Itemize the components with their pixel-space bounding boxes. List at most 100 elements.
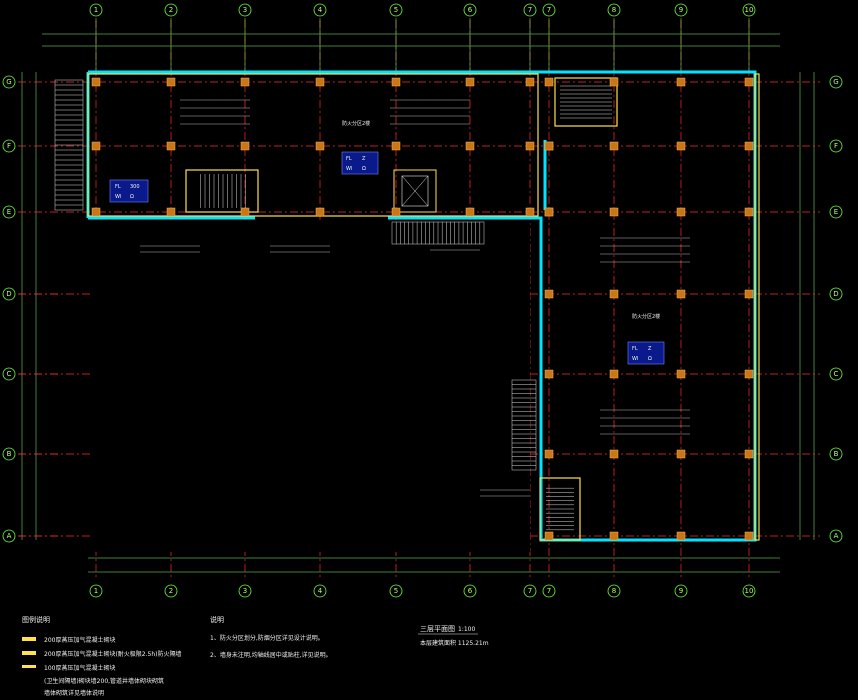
note-item: 2、墙身未注明,均轴线居中或贴柱,详见说明。 xyxy=(210,651,332,659)
elevator xyxy=(393,169,437,213)
axis-bubble-label: 7 xyxy=(528,587,532,595)
column xyxy=(676,289,686,299)
axis-bubble-label: 6 xyxy=(468,587,473,595)
column xyxy=(544,531,554,541)
legend-item: 200厚蒸压加气混凝土砌块(耐火极限2.5h)防火隔墙 xyxy=(44,650,181,658)
axis-bubble xyxy=(463,3,477,17)
fire-zone-code: FL xyxy=(632,346,638,352)
axis-bubble xyxy=(742,3,756,17)
fire-zone-code: Ω xyxy=(130,194,134,200)
axis-bubble-label: 3 xyxy=(243,587,247,595)
axis-bubble xyxy=(542,584,556,598)
axis-bubble xyxy=(389,3,403,17)
axis-bubble-label: 8 xyxy=(612,6,616,14)
axis-bubble-label: 5 xyxy=(394,587,398,595)
axis-bubble xyxy=(2,447,16,461)
fire-zone-block-1: FL 300 WI Ω xyxy=(109,179,149,203)
column xyxy=(744,531,754,541)
axis-bubble xyxy=(164,3,178,17)
column xyxy=(315,207,325,217)
fire-zone-label: 防火分区2楼 xyxy=(342,120,370,127)
axis-bubble-label: 5 xyxy=(394,6,398,14)
axis-bubble-label: F xyxy=(834,142,838,150)
legend-item: 100厚蒸压加气混凝土砌块 xyxy=(44,664,115,672)
legend: 图例说明 200厚蒸压加气混凝土砌块 200厚蒸压加气混凝土砌块(耐火极限2.5… xyxy=(22,615,181,697)
axis-bubble xyxy=(742,584,756,598)
fire-zone-code: 300 xyxy=(130,184,140,190)
axis-bubble-label: E xyxy=(834,208,838,216)
axis-bubble xyxy=(542,3,556,17)
structural-columns xyxy=(91,77,754,541)
column xyxy=(544,207,554,217)
column xyxy=(240,207,250,217)
column xyxy=(676,207,686,217)
axis-bubble-label: 10 xyxy=(745,6,754,14)
axis-bubble-label: 2 xyxy=(169,587,173,595)
legend-item: 墙体砌筑详见墙体说明 xyxy=(44,689,104,697)
stair-core-3 xyxy=(539,477,581,541)
axis-bubble xyxy=(89,584,103,598)
fire-zone-label: 防火分区2楼 xyxy=(632,313,660,320)
axis-bubble-label: C xyxy=(834,370,839,378)
column xyxy=(676,369,686,379)
annotation-leaders xyxy=(140,99,690,497)
column xyxy=(744,369,754,379)
stair-exterior-mid xyxy=(391,221,485,245)
column xyxy=(609,369,619,379)
floor-area: 本层建筑面积 1125.21m xyxy=(420,639,489,647)
axis-bubble-label: 7 xyxy=(547,6,551,14)
axis-bubble-label: 8 xyxy=(612,587,616,595)
column xyxy=(609,207,619,217)
column xyxy=(525,77,535,87)
axis-bubble-label: G xyxy=(6,78,11,86)
axis-bubble-label: 4 xyxy=(318,6,323,14)
axis-bubble xyxy=(829,75,843,89)
column xyxy=(744,289,754,299)
axis-bubble xyxy=(463,584,477,598)
column xyxy=(465,207,475,217)
legend-swatch xyxy=(22,651,36,655)
axis-bubble-label: 4 xyxy=(318,587,323,595)
axis-bubble-label: 1 xyxy=(94,587,98,595)
axis-bubble-label: B xyxy=(7,450,12,458)
column xyxy=(166,207,176,217)
legend-item: 200厚蒸压加气混凝土砌块 xyxy=(44,636,115,644)
axis-bubble xyxy=(2,205,16,219)
column xyxy=(240,77,250,87)
axis-bubble-label: 2 xyxy=(169,6,173,14)
axis-bubble xyxy=(238,3,252,17)
axis-bubble-label: D xyxy=(833,290,838,298)
column xyxy=(166,141,176,151)
column xyxy=(609,531,619,541)
column xyxy=(391,207,401,217)
notes: 说明 1、防火分区划分,防烟分区详见设计说明。 2、墙身未注明,均轴线居中或贴柱… xyxy=(210,615,332,659)
axis-bubble xyxy=(607,3,621,17)
fire-zone-block-2: 防火分区2楼 FL Z WI Ω xyxy=(341,120,379,175)
column xyxy=(744,449,754,459)
axis-bubble xyxy=(389,584,403,598)
axis-bubble-label: F xyxy=(7,142,11,150)
column xyxy=(240,141,250,151)
column xyxy=(544,289,554,299)
column xyxy=(609,449,619,459)
fire-zone-code: WI xyxy=(346,166,352,172)
column xyxy=(525,141,535,151)
drawing-title: 三层平面图 1:100 本层建筑面积 1125.21m xyxy=(418,625,489,647)
fire-zone-code: Ω xyxy=(362,166,366,172)
axis-bubble xyxy=(313,3,327,17)
axis-bubble xyxy=(2,75,16,89)
axis-bubble xyxy=(238,584,252,598)
column xyxy=(91,141,101,151)
axis-bubble-label: 6 xyxy=(468,6,473,14)
stair-core-2 xyxy=(554,77,618,127)
axis-bubble xyxy=(89,3,103,17)
column xyxy=(676,77,686,87)
axis-bubble xyxy=(313,584,327,598)
column xyxy=(544,449,554,459)
axis-bubble-label: G xyxy=(833,78,838,86)
column xyxy=(544,77,554,87)
axis-bubble xyxy=(2,529,16,543)
column xyxy=(525,207,535,217)
notes-heading: 说明 xyxy=(210,615,224,624)
